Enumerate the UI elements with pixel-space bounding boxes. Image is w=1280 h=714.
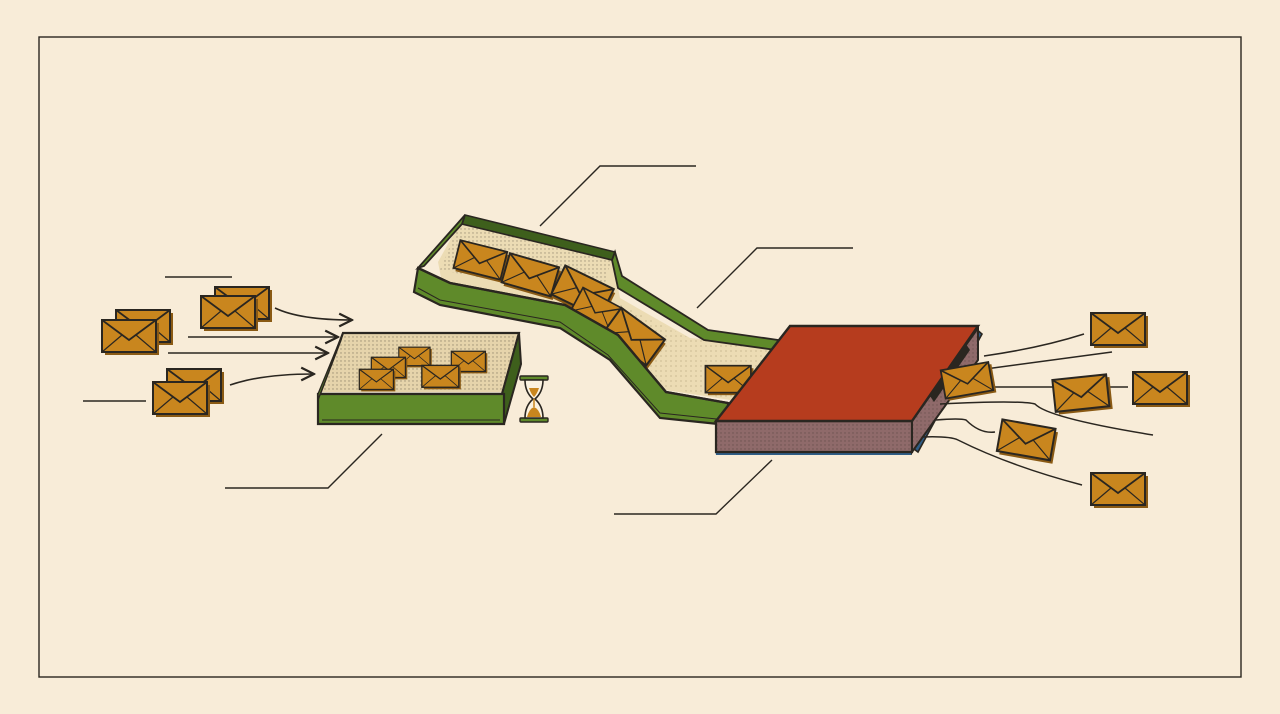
envelope-icon xyxy=(1051,372,1114,416)
envelope-icon xyxy=(420,364,462,390)
envelope-icon xyxy=(199,294,260,332)
buffer-tray xyxy=(316,331,523,426)
arrow-right-icon xyxy=(274,307,352,320)
incoming-streams xyxy=(83,276,352,402)
sorting-chute xyxy=(412,214,780,427)
envelope-icon xyxy=(1131,370,1192,408)
callout-buffer-tray xyxy=(225,433,383,489)
envelope-icon xyxy=(1089,471,1150,509)
envelope-icon xyxy=(1089,311,1150,349)
callout-chute-top xyxy=(539,165,696,227)
diagram-frame xyxy=(38,36,1242,678)
callout-processor xyxy=(614,459,773,515)
envelope-icon xyxy=(995,418,1060,465)
hourglass-icon xyxy=(519,375,549,423)
envelope-icon xyxy=(358,368,397,392)
envelope-icon xyxy=(100,318,161,356)
incoming-envelopes xyxy=(100,285,274,418)
arrow-right-icon xyxy=(229,374,314,386)
envelope-icon xyxy=(151,380,212,418)
callout-chute-slope xyxy=(696,247,853,309)
